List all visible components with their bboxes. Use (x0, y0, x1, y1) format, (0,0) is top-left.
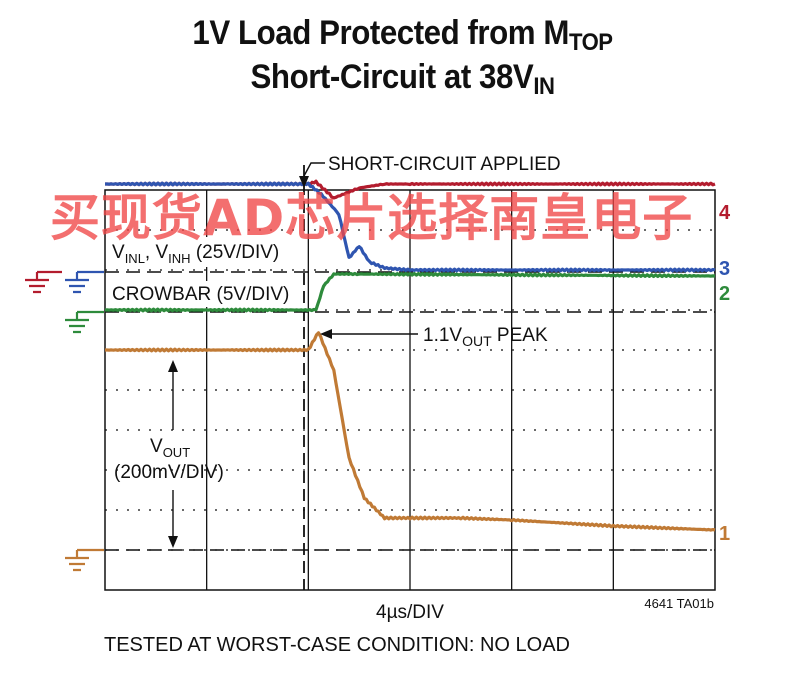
traces (104, 179, 716, 532)
figure-id: 4641 TA01b (644, 596, 714, 611)
time-scale-label: 4µs/DIV (376, 602, 444, 623)
channel-marker-2: 2 (719, 283, 730, 305)
trace-ch1 (105, 331, 716, 532)
channel-marker-4: 4 (719, 202, 731, 224)
watermark: 买现货AD芯片选择南皇电子 (50, 189, 694, 247)
ground-symbol-ch4 (25, 270, 62, 294)
footer-note: TESTED AT WORST-CASE CONDITION: NO LOAD (104, 634, 570, 656)
peak-label: 1.1VOUT PEAK (423, 325, 548, 349)
short-circuit-arrowhead (299, 176, 309, 188)
ground-symbol-ch3 (65, 270, 104, 294)
chart-title-line1: 1V Load Protected from MTOP (192, 14, 613, 56)
crowbar-label-bg (107, 281, 303, 307)
short-circuit-leader (303, 162, 325, 177)
vout-arrowhead-up (168, 360, 178, 372)
vin-label: VINL, VINH (25V/DIV) (112, 242, 279, 266)
short-circuit-label: SHORT-CIRCUIT APPLIED (328, 154, 561, 175)
ground-symbol-ch1 (65, 548, 104, 572)
peak-arrowhead (320, 329, 332, 339)
trace-ch3 (105, 181, 716, 273)
trace-ch2 (104, 271, 716, 313)
crowbar-label: CROWBAR (5V/DIV) (112, 284, 289, 305)
channel-marker-3: 3 (719, 258, 730, 280)
ground-symbol-ch2 (65, 310, 104, 334)
vout-label: VOUT (150, 436, 190, 460)
grid (105, 190, 715, 590)
vout-arrowhead-down (168, 536, 178, 548)
chart-title-line2: Short-Circuit at 38VIN (250, 58, 555, 100)
vout-scale-label: (200mV/DIV) (114, 462, 224, 483)
channel-marker-1: 1 (719, 523, 730, 545)
vin-label-bg (107, 237, 305, 267)
